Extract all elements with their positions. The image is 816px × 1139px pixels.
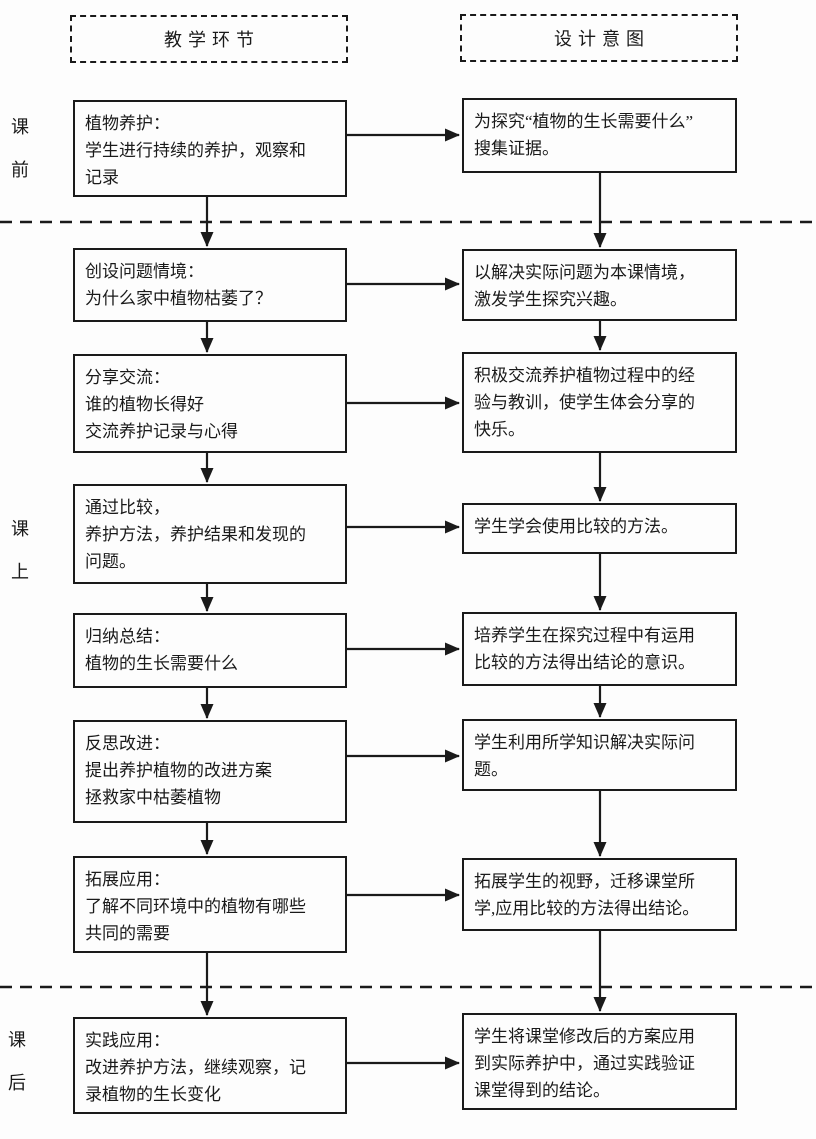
intent-box-collect-evidence: 为探究“植物的生长需要什么” 搜集证据。	[462, 98, 737, 173]
intent-box-verify-conclusions: 学生将课堂修改后的方案应用 到实际养护中，通过实践验证 课堂得到的结论。	[462, 1013, 737, 1110]
phase-label-after-class: 课后	[8, 1030, 26, 1093]
step-box-summarize: 归纳总结： 植物的生长需要什么	[73, 613, 347, 688]
intent-box-learn-comparison: 学生学会使用比较的方法。	[462, 503, 737, 554]
step-box-practice-apply: 实践应用： 改进养护方法，继续观察，记 录植物的生长变化	[73, 1017, 347, 1114]
step-box-extend-apply: 拓展应用： 了解不同环境中的植物有哪些 共同的需要	[73, 856, 347, 953]
intent-box-spark-interest: 以解决实际问题为本课情境， 激发学生探究兴趣。	[462, 249, 737, 321]
phase-label-before-class: 课前	[11, 117, 29, 180]
step-box-compare: 通过比较， 养护方法，养护结果和发现的 问题。	[73, 484, 347, 584]
step-box-share-exchange: 分享交流： 谁的植物长得好 交流养护记录与心得	[73, 354, 347, 453]
step-box-plant-care: 植物养护： 学生进行持续的养护，观察和 记录	[73, 100, 347, 197]
intent-box-conclusion-habit: 培养学生在探究过程中有运用 比较的方法得出结论的意识。	[462, 612, 737, 686]
step-box-reflect-improve: 反思改进： 提出养护植物的改进方案 拯救家中枯萎植物	[73, 720, 347, 823]
column-header-design-intent: 设计意图	[460, 14, 738, 62]
intent-box-broaden-horizons: 拓展学生的视野，迁移课堂所 学,应用比较的方法得出结论。	[462, 858, 737, 931]
intent-box-share-joy: 积极交流养护植物过程中的经 验与教训，使学生体会分享的 快乐。	[462, 352, 737, 453]
phase-label-in-class: 课上	[11, 519, 29, 582]
intent-box-solve-problems: 学生利用所学知识解决实际问 题。	[462, 719, 737, 791]
step-box-problem-context: 创设问题情境： 为什么家中植物枯萎了？	[73, 248, 347, 322]
column-header-teaching-steps: 教学环节	[70, 15, 348, 63]
